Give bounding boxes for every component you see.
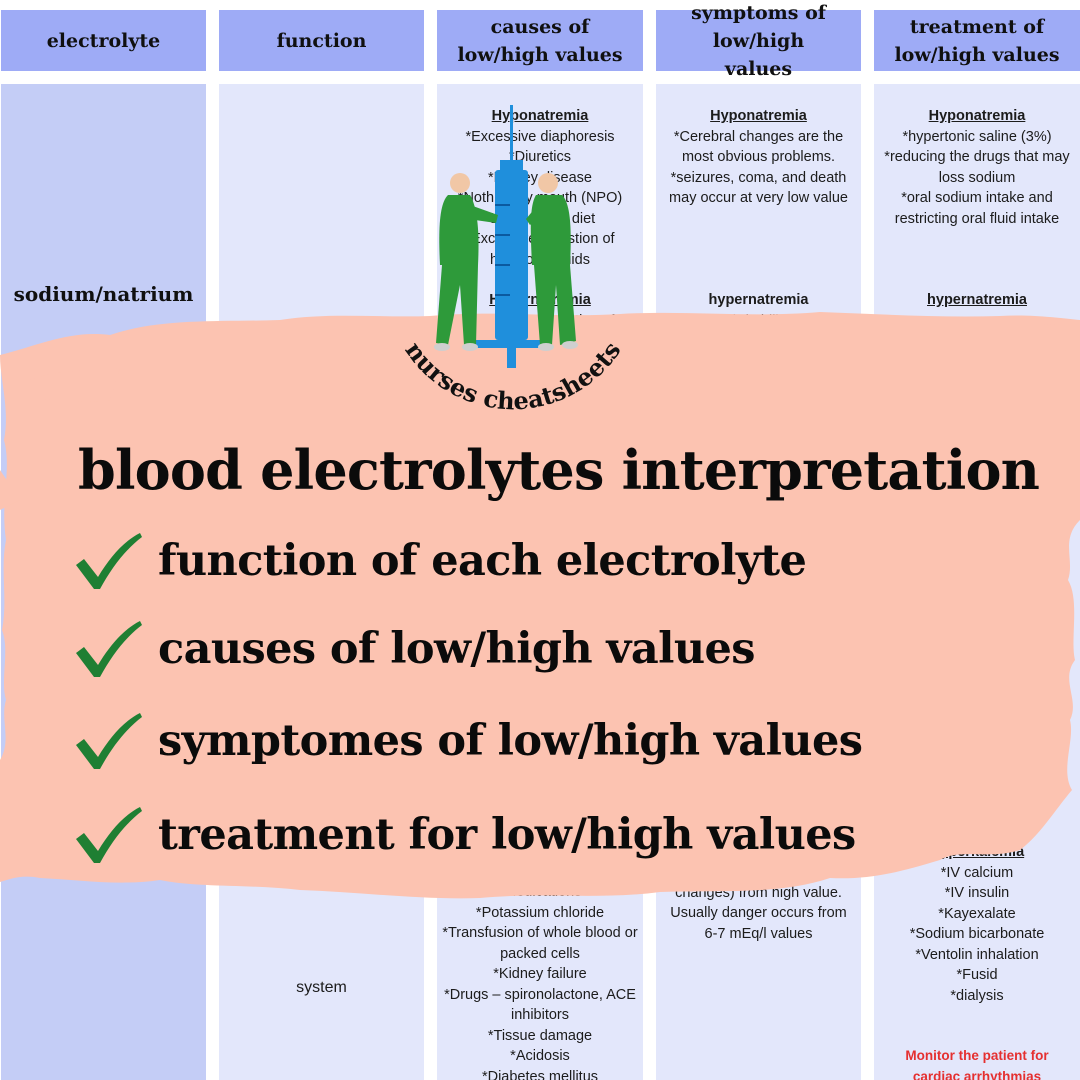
treatment-high-block: hypernatremia xyxy=(874,290,1080,311)
checkmark-icon xyxy=(76,713,142,769)
treatment-item: *Fusid xyxy=(956,967,998,983)
treatment-item: *reducing the drugs that may xyxy=(884,149,1070,165)
treatment-high-heading: hypernatremia xyxy=(927,292,1027,308)
checklist-item: symptomes of low/high values xyxy=(72,706,863,776)
warning-line: Monitor the patient for xyxy=(905,1048,1049,1063)
causes-item: *Transfusion of whole blood or xyxy=(442,925,638,941)
causes-low-heading: Hyponatremia xyxy=(491,108,589,124)
header-label: symptoms of low/high values xyxy=(691,1,826,80)
treatment-low-heading: Hyponatremia xyxy=(928,108,1026,124)
header-symptoms: symptoms of low/high values xyxy=(656,2,861,80)
electrolyte-name: sodium/natrium xyxy=(13,282,194,306)
header-causes: causes of low/high values xyxy=(437,10,643,71)
checkmark-icon xyxy=(76,621,142,677)
treatment-hyperkalemia-block: Hyperkalemia *IV calcium *IV insulin *Ka… xyxy=(874,842,1080,1006)
electrolyte-symbol: Na+ xyxy=(79,357,130,381)
causes-item: packed cells xyxy=(500,945,580,962)
causes-item: *Diabetes mellitus xyxy=(481,1068,599,1080)
causes-item: *Medications xyxy=(498,884,582,900)
causes-item: *Diuretics xyxy=(508,149,572,165)
nurse-figure-icon xyxy=(434,173,498,351)
nurse-figure-icon xyxy=(526,173,578,351)
header-treatment: treatment of low/high values xyxy=(874,10,1080,71)
symptoms-high-block: hypernatremia *irritability *high levels… xyxy=(656,290,861,352)
checklist-item: causes of low/high values xyxy=(72,614,755,684)
header-electrolyte: electrolyte xyxy=(1,10,206,71)
nurses-cheatsheets-logo: nurses cheatsheets xyxy=(399,105,626,416)
checkmark-icon xyxy=(76,533,142,589)
causes-item: inhibitors xyxy=(510,1007,570,1023)
header-label: causes of low/high values xyxy=(457,15,623,66)
header-label: treatment of low/high values xyxy=(894,15,1060,66)
syringe-icon xyxy=(475,105,548,368)
treatment-hyperkalemia-heading: Hyperkalemia xyxy=(929,844,1025,860)
causes-item: *Kidney failure xyxy=(493,966,587,982)
symptoms-bottom-block: *cardiac arrest (ECG changes) from high … xyxy=(656,862,861,944)
checklist-label: causes of low/high values xyxy=(158,624,755,674)
checkmark-icon xyxy=(76,807,142,863)
checklist-item: function of each electrolyte xyxy=(72,526,807,596)
causes-item: *Tissue damage xyxy=(487,1027,593,1044)
treatment-item: *Ventolin inhalation xyxy=(915,946,1039,963)
warning-line: cardiac arrhythmias xyxy=(912,1068,1042,1080)
symptoms-item: *high levels - no response xyxy=(675,333,842,349)
treatment-item: *Kayexalate xyxy=(938,905,1016,922)
header-label: function xyxy=(276,29,367,52)
checklist-label: treatment for low/high values xyxy=(158,810,856,860)
treatment-item: loss sodium xyxy=(938,169,1016,186)
treatment-warning: Monitor the patient for cardiac arrhythm… xyxy=(874,1046,1080,1080)
treatment-item: *oral sodium intake and xyxy=(901,190,1053,206)
causes-item: *Acidosis xyxy=(510,1048,570,1064)
banner-title: blood electrolytes interpretation xyxy=(78,438,1040,502)
treatment-item: *dialysis xyxy=(950,987,1004,1004)
symptoms-item: *Cerebral changes are the xyxy=(673,128,844,145)
causes-item: *Drugs – spironolactone, ACE xyxy=(444,986,636,1003)
treatment-item: *IV calcium xyxy=(940,864,1014,881)
header-label: electrolyte xyxy=(46,29,161,52)
symptoms-item: Usually danger occurs from xyxy=(670,905,847,921)
symptoms-item: *irritability xyxy=(727,312,790,329)
treatment-item: *hypertonic saline (3%) xyxy=(902,128,1052,145)
causes-bottom-block: *Medications *Potassium chloride *Transf… xyxy=(437,882,643,1080)
checklist-label: symptomes of low/high values xyxy=(158,716,863,766)
causes-item: *Excessive diaphoresis xyxy=(465,128,615,145)
treatment-item: restricting oral fluid intake xyxy=(894,210,1060,227)
treatment-item: *IV insulin xyxy=(944,885,1010,901)
symptoms-item: 6-7 mEq/l values xyxy=(704,925,813,942)
symptoms-item: may occur at very low value xyxy=(669,190,848,206)
symptoms-high-heading: hypernatremia xyxy=(708,292,809,308)
causes-item: *Potassium chloride xyxy=(475,904,605,921)
symptoms-low-heading: Hyponatremia xyxy=(710,108,807,124)
function-bottom-text: system xyxy=(296,979,347,996)
symptoms-item: *seizures, coma, and death xyxy=(670,169,847,186)
header-function: function xyxy=(219,10,424,71)
checklist-label: function of each electrolyte xyxy=(158,536,807,586)
checklist-item: treatment for low/high values xyxy=(72,800,856,870)
treatment-cell: Hyponatremia *hypertonic saline (3%) *re… xyxy=(874,84,1080,1080)
symptoms-low-block: Hyponatremia *Cerebral changes are the m… xyxy=(656,106,861,209)
treatment-item: *Sodium bicarbonate xyxy=(909,926,1045,942)
symptoms-item: changes) from high value. xyxy=(675,884,842,901)
symptoms-item: most obvious problems. xyxy=(681,149,836,165)
treatment-low-block: Hyponatremia *hypertonic saline (3%) *re… xyxy=(874,106,1080,229)
